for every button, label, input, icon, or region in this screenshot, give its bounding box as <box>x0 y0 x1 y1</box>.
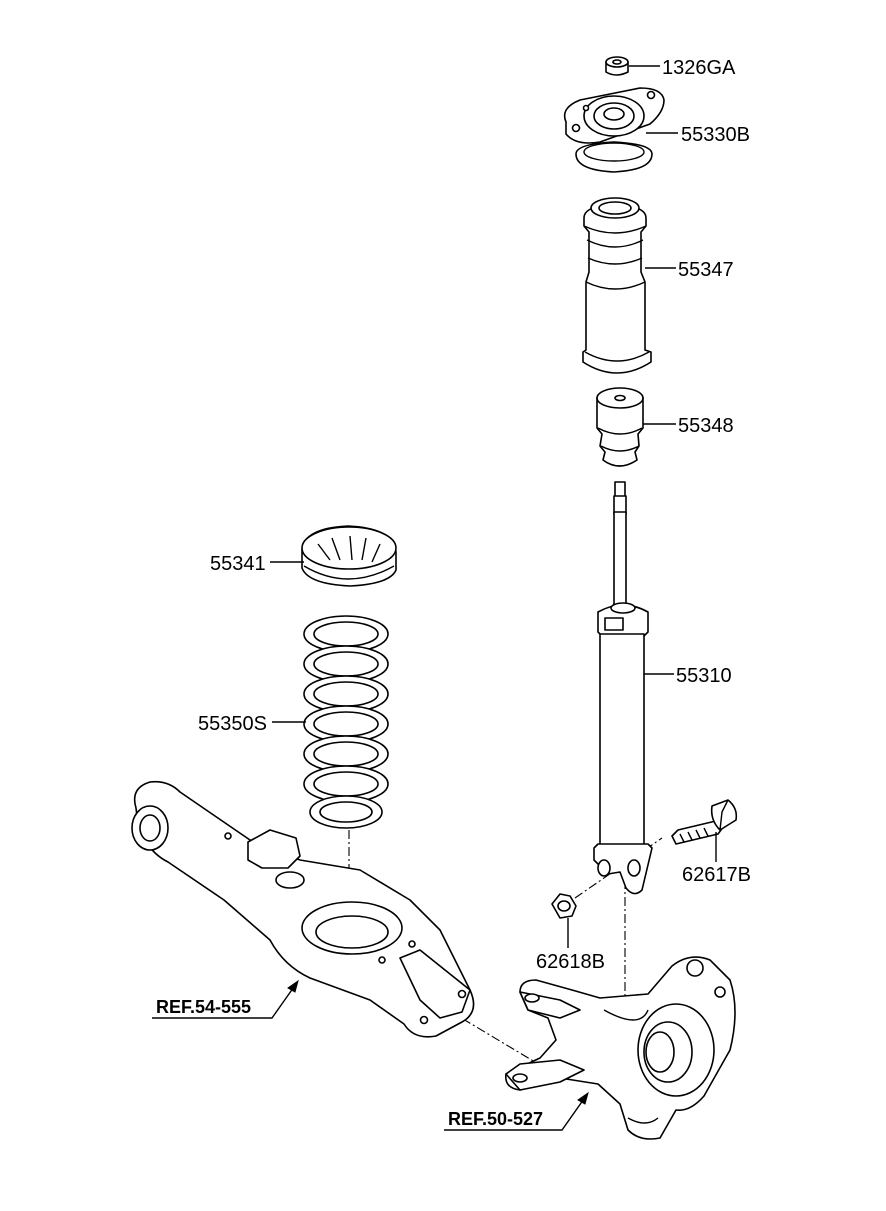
spring-pad-55341 <box>301 525 397 587</box>
label-55348: 55348 <box>678 415 734 437</box>
dust-cover-55347 <box>582 197 652 374</box>
bump-stopper-55348 <box>596 387 644 467</box>
label-55330b: 55330B <box>681 124 750 146</box>
label-55341: 55341 <box>210 553 266 575</box>
arrow-ref-knuckle <box>577 1091 589 1105</box>
label-62618b: 62618B <box>536 951 605 973</box>
ref-lower-arm-label[interactable]: REF.54-555 <box>156 997 251 1017</box>
ref-knuckle-label[interactable]: REF.50-527 <box>448 1109 543 1129</box>
nut-62618b <box>551 893 577 919</box>
coil-spring-55350s <box>303 615 389 829</box>
label-1326ga: 1326GA <box>662 57 736 79</box>
label-62617b: 62617B <box>682 864 751 886</box>
rear-knuckle <box>504 956 736 1140</box>
bolt-62617b <box>671 799 738 845</box>
lower-control-arm <box>131 780 475 1038</box>
leader-ref-lower-arm <box>152 983 297 1019</box>
label-55350s: 55350S <box>198 713 267 735</box>
label-55310: 55310 <box>676 665 732 687</box>
nut-1326ga <box>605 56 629 76</box>
strut-mount-55330b <box>563 87 665 173</box>
shock-absorber-55310 <box>593 481 653 895</box>
leader-ref-knuckle <box>444 1095 587 1131</box>
arrow-ref-lower-arm <box>287 979 299 993</box>
label-55347: 55347 <box>678 259 734 281</box>
